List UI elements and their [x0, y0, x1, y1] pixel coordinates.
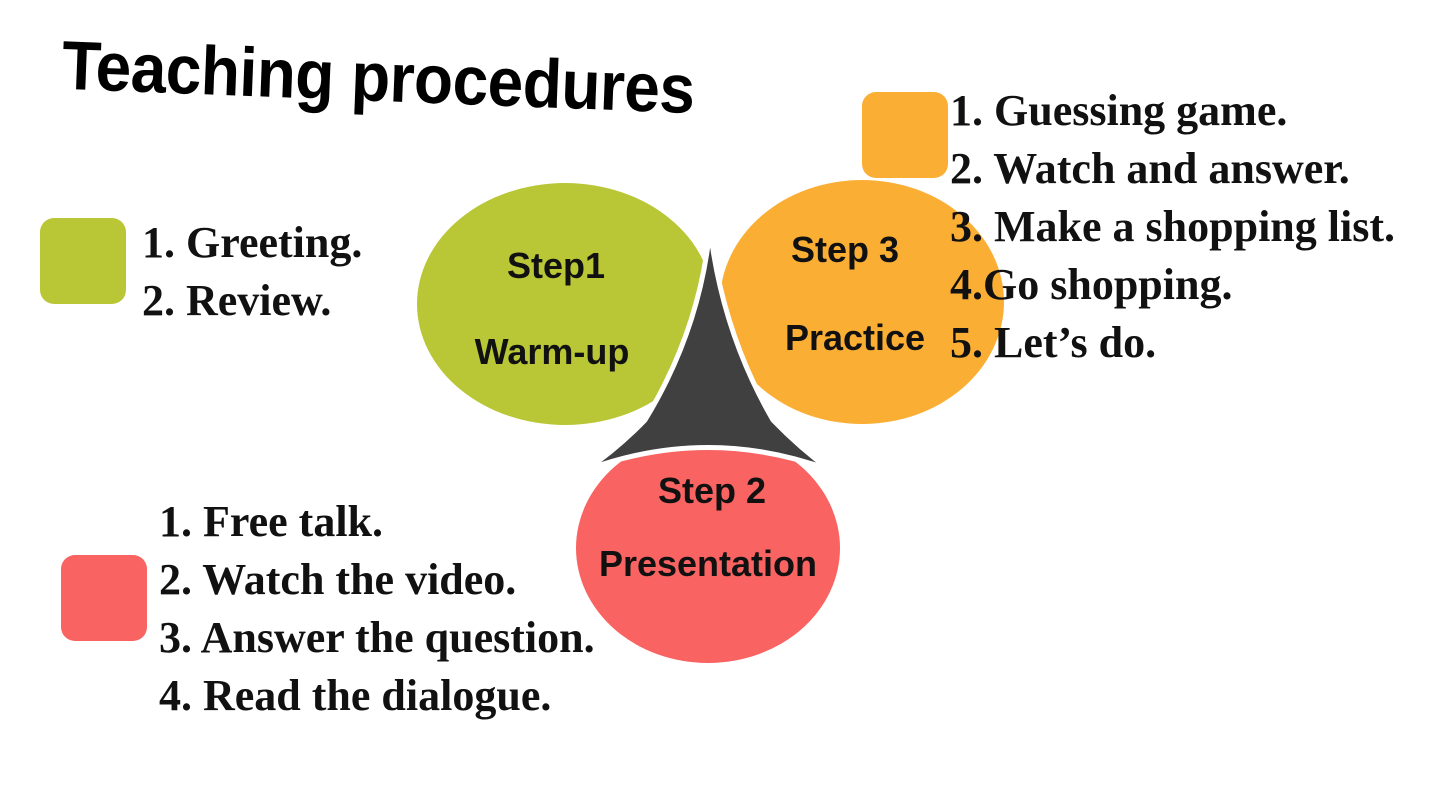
list-item: 2. Review.: [142, 276, 332, 325]
step3-label: Step 3: [791, 229, 899, 270]
warmup-activity-list: 1. Greeting. 2. Review.: [142, 214, 362, 330]
center-triangle: [583, 225, 833, 473]
list-item: 3. Make a shopping list.: [950, 202, 1395, 251]
list-item: 3. Answer the question.: [159, 613, 595, 662]
list-item: 5. Let’s do.: [950, 318, 1157, 367]
practice-activity-list: 1. Guessing game. 2. Watch and answer. 3…: [950, 82, 1395, 372]
warmup-color-square: [40, 218, 126, 304]
step1-name: Warm-up: [475, 331, 630, 372]
list-item: 4.Go shopping.: [950, 260, 1233, 309]
list-item: 1. Greeting.: [142, 218, 363, 267]
presentation-color-square: [61, 555, 147, 641]
presentation-activity-list: 1. Free talk. 2. Watch the video. 3. Ans…: [159, 493, 595, 725]
list-item: 1. Free talk.: [159, 497, 384, 546]
step2-label: Step 2: [658, 470, 766, 511]
step2-name: Presentation: [599, 543, 817, 584]
step3-circle: [720, 180, 1004, 424]
step1-circle: [417, 183, 713, 425]
list-item: 2. Watch and answer.: [950, 144, 1350, 193]
step3-name: Practice: [785, 317, 925, 358]
practice-color-square: [862, 92, 948, 178]
list-item: 1. Guessing game.: [950, 86, 1288, 135]
list-item: 2. Watch the video.: [159, 555, 517, 604]
step2-circle: [576, 433, 840, 663]
step1-label: Step1: [507, 245, 605, 286]
list-item: 4. Read the dialogue.: [159, 671, 552, 720]
